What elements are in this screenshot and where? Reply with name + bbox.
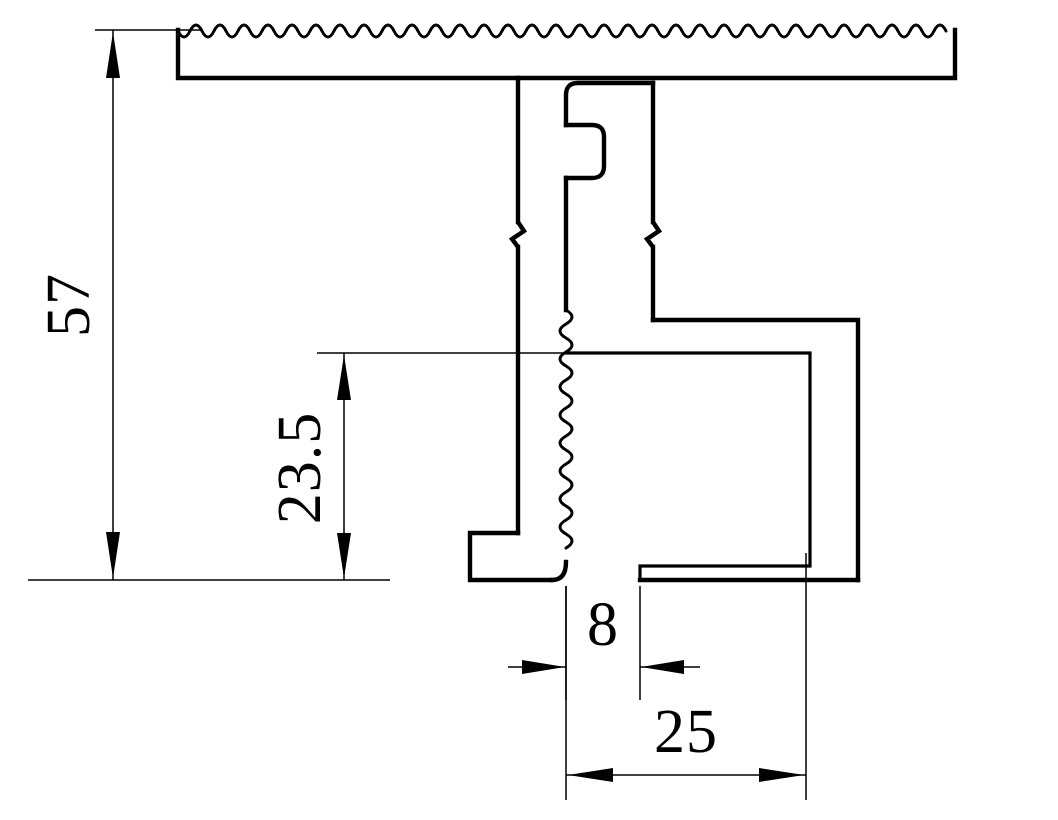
dimension-label-235: 23.5 [266, 412, 334, 525]
dimension-label-8: 8 [587, 591, 619, 659]
arrow-235-bottom [337, 533, 351, 578]
dimension-overall-height: 57 [28, 29, 390, 581]
top-flange-knurled-surface-icon [176, 23, 948, 39]
arrow-8-left [522, 660, 565, 674]
arrow-8-right [641, 660, 684, 674]
right-channel-inner [564, 351, 812, 582]
dimension-label-25: 25 [654, 698, 718, 766]
dimension-lower-height: 23.5 [266, 352, 600, 580]
serrated-web-face-icon [558, 308, 574, 550]
dimension-layer: 57 23.5 8 [28, 29, 807, 800]
dimension-label-57: 57 [35, 273, 103, 337]
arrow-235-top [337, 355, 351, 400]
web-bottom-radius [549, 559, 569, 583]
dimension-base-width: 25 [565, 553, 807, 800]
arrow-57-bottom [106, 532, 120, 578]
profile-geometry [175, 23, 958, 583]
bottom-left-foot [467, 530, 555, 583]
break-symbol-left-icon [508, 220, 528, 249]
arrow-25-right [759, 768, 804, 782]
top-flange-outline [175, 27, 958, 81]
right-arm-upper [650, 317, 861, 583]
hook-channel-tongue [563, 122, 607, 181]
dimension-web-thickness: 8 [508, 586, 700, 700]
hook-channel-outer [563, 80, 656, 128]
arrow-25-left [568, 768, 613, 782]
break-symbol-right-icon [643, 220, 663, 249]
arrow-57-top [106, 32, 120, 78]
